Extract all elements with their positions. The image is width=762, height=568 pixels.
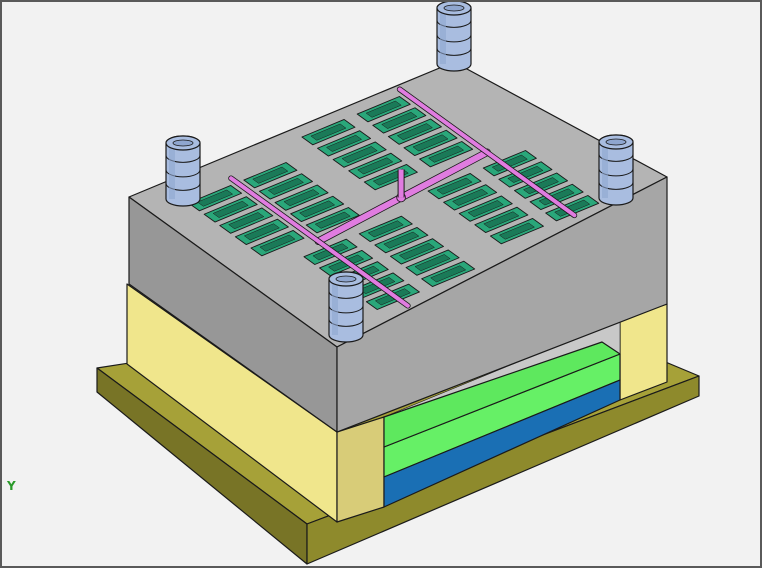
mold-block [128,61,668,433]
mold-front-face [336,176,668,433]
guide-pillar-2 [165,135,201,207]
cavity-detail [554,199,590,217]
y-axis-label: Y [7,479,16,493]
cavity-detail [428,145,464,163]
cavity-detail [197,189,233,207]
support-block-front-left [336,416,385,523]
cavity-detail [326,134,362,152]
guide-pillars [165,2,634,343]
cavity-detail [538,188,575,206]
cavity-detail [259,234,296,252]
ejector-plate-lower [383,379,621,508]
guide-pillar-3 [598,134,634,206]
cavity-detail [383,231,420,249]
cavity-grid [188,96,600,310]
cavity-detail [483,211,520,229]
cavity-detail [212,200,249,218]
cavity-detail [268,178,304,195]
cavity-detail [499,222,535,240]
ejector-plate-top [383,341,621,448]
cavity-detail [507,166,544,183]
cavity-detail [283,189,320,207]
cavity-detail [399,242,435,260]
branch-runner-left [229,176,410,308]
cavity-detail [523,177,559,195]
cavity-detail [299,200,335,218]
support-blocks [126,283,668,523]
cavity-detail [314,211,351,229]
cavity-detail [452,188,488,206]
base-plate-front-face [306,375,700,565]
guide-pillar-1 [436,2,472,72]
cavity-detail [228,212,265,230]
cavity-detail [357,157,394,175]
cavity-detail [467,200,504,218]
cavity-detail [252,166,289,184]
cavity-detail [381,112,418,129]
guide-pillar-4 [328,271,364,343]
cavity-detail [367,220,404,238]
cavity-detail [491,154,528,172]
cavity-detail [414,254,451,272]
cavity-detail [244,223,280,241]
cavity-detail [430,265,466,283]
cavity-detail [397,123,433,141]
cavity-detail [341,146,378,164]
runner-system [228,86,578,309]
cavity-detail [412,134,449,152]
cavity-detail [365,100,402,118]
branch-runner-right [397,87,577,218]
cavity-detail [310,123,347,141]
ejector-plates [383,319,621,508]
cavity-detail [436,177,473,195]
